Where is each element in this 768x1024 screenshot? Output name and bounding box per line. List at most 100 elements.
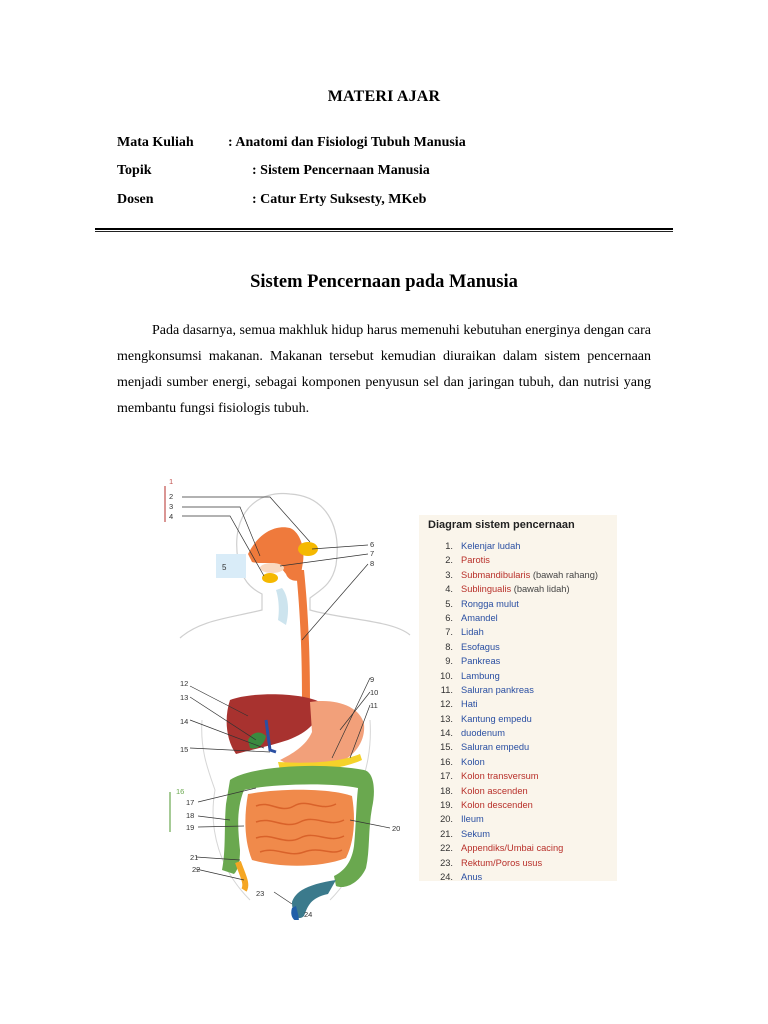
legend-item-label[interactable]: Lambung bbox=[461, 671, 500, 681]
legend-item-number: 6. bbox=[445, 611, 453, 625]
figure-number-14: 14 bbox=[180, 717, 188, 726]
legend-item-label[interactable]: Lidah bbox=[461, 627, 484, 637]
legend-item: 9. Pankreas bbox=[419, 654, 617, 668]
legend-item: 18. Kolon ascenden bbox=[419, 784, 617, 798]
legend-item: 20.Ileum bbox=[419, 812, 617, 826]
legend-item-link[interactable]: Appendiks/Umbai cacing bbox=[461, 841, 563, 855]
legend-item-number: 24. bbox=[440, 870, 453, 884]
legend-item-link[interactable]: Saluran empedu bbox=[461, 740, 529, 754]
figure-number-19: 19 bbox=[186, 823, 194, 832]
legend-item-link[interactable]: Sublingualis (bawah lidah) bbox=[461, 582, 570, 596]
legend-item-link[interactable]: Saluran pankreas bbox=[461, 683, 534, 697]
legend-item-link[interactable]: Ileum bbox=[461, 812, 484, 826]
section-title: Sistem Pencernaan pada Manusia bbox=[0, 272, 768, 293]
legend-item-number: 8. bbox=[445, 640, 453, 654]
legend-item-number: 1. bbox=[445, 539, 453, 553]
legend-item-label[interactable]: Appendiks/Umbai cacing bbox=[461, 843, 563, 853]
meta-label-course: Mata Kuliah bbox=[117, 135, 194, 151]
legend-item-label[interactable]: Kantung empedu bbox=[461, 714, 532, 724]
legend-item: 19. Kolon descenden bbox=[419, 798, 617, 812]
legend-item: 21. Sekum bbox=[419, 827, 617, 841]
legend-item: 2.Parotis bbox=[419, 553, 617, 567]
legend-item-label[interactable]: Submandibularis bbox=[461, 570, 530, 580]
figure-number-12: 12 bbox=[180, 679, 188, 688]
legend-item-label[interactable]: Pankreas bbox=[461, 656, 500, 666]
legend-item-link[interactable]: Lidah bbox=[461, 625, 484, 639]
legend-item-link[interactable]: Kelenjar ludah bbox=[461, 539, 520, 553]
figure-legend: Diagram sistem pencernaan 1.Kelenjar lud… bbox=[419, 515, 617, 881]
legend-item: 23.Rektum/Poros usus bbox=[419, 856, 617, 870]
meta-value-topic: : Sistem Pencernaan Manusia bbox=[252, 163, 430, 179]
figure-number-1: 1 bbox=[169, 477, 173, 486]
legend-item-link[interactable]: Kantung empedu bbox=[461, 712, 532, 726]
legend-item-label[interactable]: Sekum bbox=[461, 829, 490, 839]
legend-item-label[interactable]: Kolon bbox=[461, 757, 485, 767]
legend-item: 14. duodenum bbox=[419, 726, 617, 740]
meta-label-lecturer: Dosen bbox=[117, 192, 154, 208]
legend-item: 13.Kantung empedu bbox=[419, 712, 617, 726]
legend-item-label[interactable]: Saluran empedu bbox=[461, 742, 529, 752]
tongue bbox=[260, 563, 284, 573]
legend-item-link[interactable]: Amandel bbox=[461, 611, 498, 625]
legend-item-number: 19. bbox=[440, 798, 453, 812]
legend-item: 16.Kolon bbox=[419, 755, 617, 769]
figure-number-21: 21 bbox=[190, 853, 198, 862]
legend-item-label[interactable]: Kolon ascenden bbox=[461, 786, 528, 796]
legend-item-label[interactable]: Amandel bbox=[461, 613, 498, 623]
legend-item-label[interactable]: Rektum/Poros usus bbox=[461, 858, 542, 868]
legend-item-link[interactable]: Sekum bbox=[461, 827, 490, 841]
legend-item-number: 7. bbox=[445, 625, 453, 639]
trachea bbox=[276, 588, 288, 625]
legend-item-note: (bawah rahang) bbox=[533, 570, 598, 580]
legend-item-label[interactable]: Kolon transversum bbox=[461, 771, 539, 781]
meta-value-course: : Anatomi dan Fisiologi Tubuh Manusia bbox=[228, 135, 466, 151]
legend-item-link[interactable]: Esofagus bbox=[461, 640, 500, 654]
legend-item-number: 18. bbox=[440, 784, 453, 798]
rectum bbox=[292, 880, 336, 918]
legend-item-link[interactable]: Parotis bbox=[461, 553, 490, 567]
legend-item-label[interactable]: Hati bbox=[461, 699, 478, 709]
figure-number-17: 17 bbox=[186, 798, 194, 807]
legend-item-link[interactable]: Submandibularis (bawah rahang) bbox=[461, 568, 598, 582]
legend-item-number: 17. bbox=[440, 769, 453, 783]
header-divider-thin bbox=[95, 231, 673, 232]
figure-number-10: 10 bbox=[370, 688, 378, 697]
legend-item-link[interactable]: Kolon transversum bbox=[461, 769, 539, 783]
legend-item: 11.Saluran pankreas bbox=[419, 683, 617, 697]
figure-number-23: 23 bbox=[256, 889, 264, 898]
legend-item-label[interactable]: Saluran pankreas bbox=[461, 685, 534, 695]
legend-item-link[interactable]: Pankreas bbox=[461, 654, 500, 668]
legend-item-link[interactable]: Kolon bbox=[461, 755, 485, 769]
figure-number-20: 20 bbox=[392, 824, 400, 833]
legend-item-label[interactable]: Ileum bbox=[461, 814, 484, 824]
legend-item-label[interactable]: duodenum bbox=[461, 728, 505, 738]
legend-item-label[interactable]: Kolon descenden bbox=[461, 800, 533, 810]
esophagus bbox=[296, 570, 310, 702]
legend-item-number: 14. bbox=[440, 726, 453, 740]
legend-item-label[interactable]: Esofagus bbox=[461, 642, 500, 652]
legend-item-note: (bawah lidah) bbox=[514, 584, 570, 594]
legend-item-link[interactable]: Rektum/Poros usus bbox=[461, 856, 542, 870]
legend-item-link[interactable]: Kolon ascenden bbox=[461, 784, 528, 798]
legend-item-number: 12. bbox=[440, 697, 453, 711]
legend-item-link[interactable]: duodenum bbox=[461, 726, 505, 740]
legend-item-link[interactable]: Anus bbox=[461, 870, 482, 884]
legend-item: 10.Lambung bbox=[419, 669, 617, 683]
figure-number-24: 24 bbox=[304, 910, 312, 919]
legend-item-link[interactable]: Kolon descenden bbox=[461, 798, 533, 812]
legend-item: 5.Rongga mulut bbox=[419, 597, 617, 611]
legend-item-number: 22. bbox=[440, 841, 453, 855]
figure-number-7: 7 bbox=[370, 549, 374, 558]
legend-item-label[interactable]: Anus bbox=[461, 872, 482, 882]
figure-number-22: 22 bbox=[192, 865, 200, 874]
legend-item-link[interactable]: Lambung bbox=[461, 669, 500, 683]
legend-item-link[interactable]: Rongga mulut bbox=[461, 597, 519, 611]
legend-item-number: 9. bbox=[445, 654, 453, 668]
legend-item-label[interactable]: Sublingualis bbox=[461, 584, 511, 594]
legend-item-label[interactable]: Parotis bbox=[461, 555, 490, 565]
legend-item-label[interactable]: Kelenjar ludah bbox=[461, 541, 520, 551]
sublingual-gland bbox=[262, 573, 278, 583]
legend-item-label[interactable]: Rongga mulut bbox=[461, 599, 519, 609]
legend-item-number: 21. bbox=[440, 827, 453, 841]
legend-item-link[interactable]: Hati bbox=[461, 697, 478, 711]
